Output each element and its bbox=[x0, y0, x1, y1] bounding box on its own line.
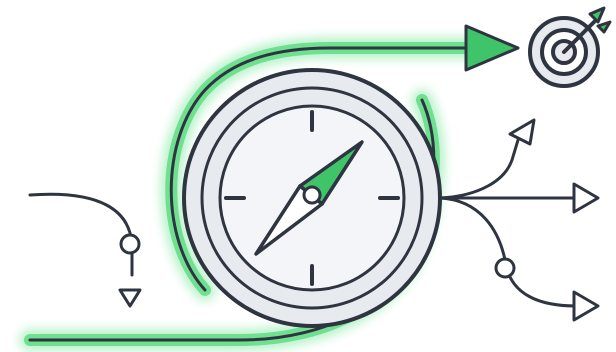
down-arrow-icon bbox=[120, 290, 140, 306]
node-circle bbox=[121, 235, 139, 253]
arrow-icon bbox=[466, 26, 518, 70]
node-circle bbox=[496, 259, 514, 277]
left-branch bbox=[30, 194, 140, 306]
branch-arrows-icon bbox=[440, 120, 598, 320]
compass-pivot bbox=[304, 187, 320, 203]
target-icon bbox=[530, 8, 610, 86]
compass-icon bbox=[184, 70, 440, 326]
